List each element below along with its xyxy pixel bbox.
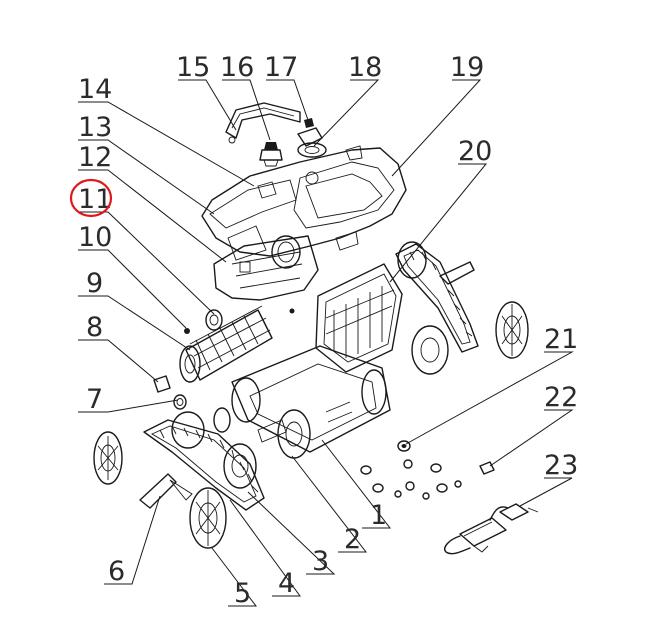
part-cable-gland	[259, 142, 283, 167]
callout-10: 10	[78, 222, 112, 253]
callout-16: 16	[220, 52, 254, 83]
part-small-gear	[205, 309, 223, 331]
part-left-track	[143, 407, 265, 511]
callout-20: 20	[458, 136, 492, 167]
callout-5: 5	[234, 578, 251, 609]
part-handle	[225, 102, 301, 144]
part-roller-brush	[179, 305, 273, 383]
part-plug	[479, 461, 495, 475]
leader-lines	[78, 79, 574, 607]
callout-9: 9	[86, 268, 103, 299]
callout-17: 17	[264, 52, 298, 83]
callout-4: 4	[278, 568, 295, 599]
callout-23: 23	[544, 450, 578, 481]
callout-15: 15	[176, 52, 210, 83]
callout-22: 22	[544, 382, 578, 413]
part-screw-set	[360, 459, 462, 500]
part-power-supply	[444, 503, 539, 555]
callout-1: 1	[370, 500, 387, 531]
callout-8: 8	[86, 312, 103, 343]
callout-21: 21	[544, 324, 578, 355]
callout-6: 6	[108, 556, 125, 587]
callout-13: 13	[78, 112, 112, 143]
part-left-wheels	[93, 431, 227, 549]
callout-12: 12	[78, 142, 112, 173]
part-chassis	[231, 345, 391, 459]
part-bushing	[153, 308, 295, 410]
part-filter-basket	[315, 263, 403, 373]
callout-19: 19	[450, 52, 484, 83]
highlight-circle-callout-11	[69, 178, 113, 218]
part-motor-block	[213, 225, 319, 301]
callout-3: 3	[312, 546, 329, 577]
callout-18: 18	[348, 52, 382, 83]
part-nut	[397, 440, 411, 452]
callout-labels: 15 16 17 18 19 14 13 12 11 10 9 8 7 20 2…	[78, 52, 578, 609]
callout-14: 14	[78, 74, 112, 105]
part-top-cover	[201, 145, 407, 257]
callout-2: 2	[344, 524, 361, 555]
callout-7: 7	[86, 384, 103, 415]
part-right-track	[395, 241, 529, 375]
